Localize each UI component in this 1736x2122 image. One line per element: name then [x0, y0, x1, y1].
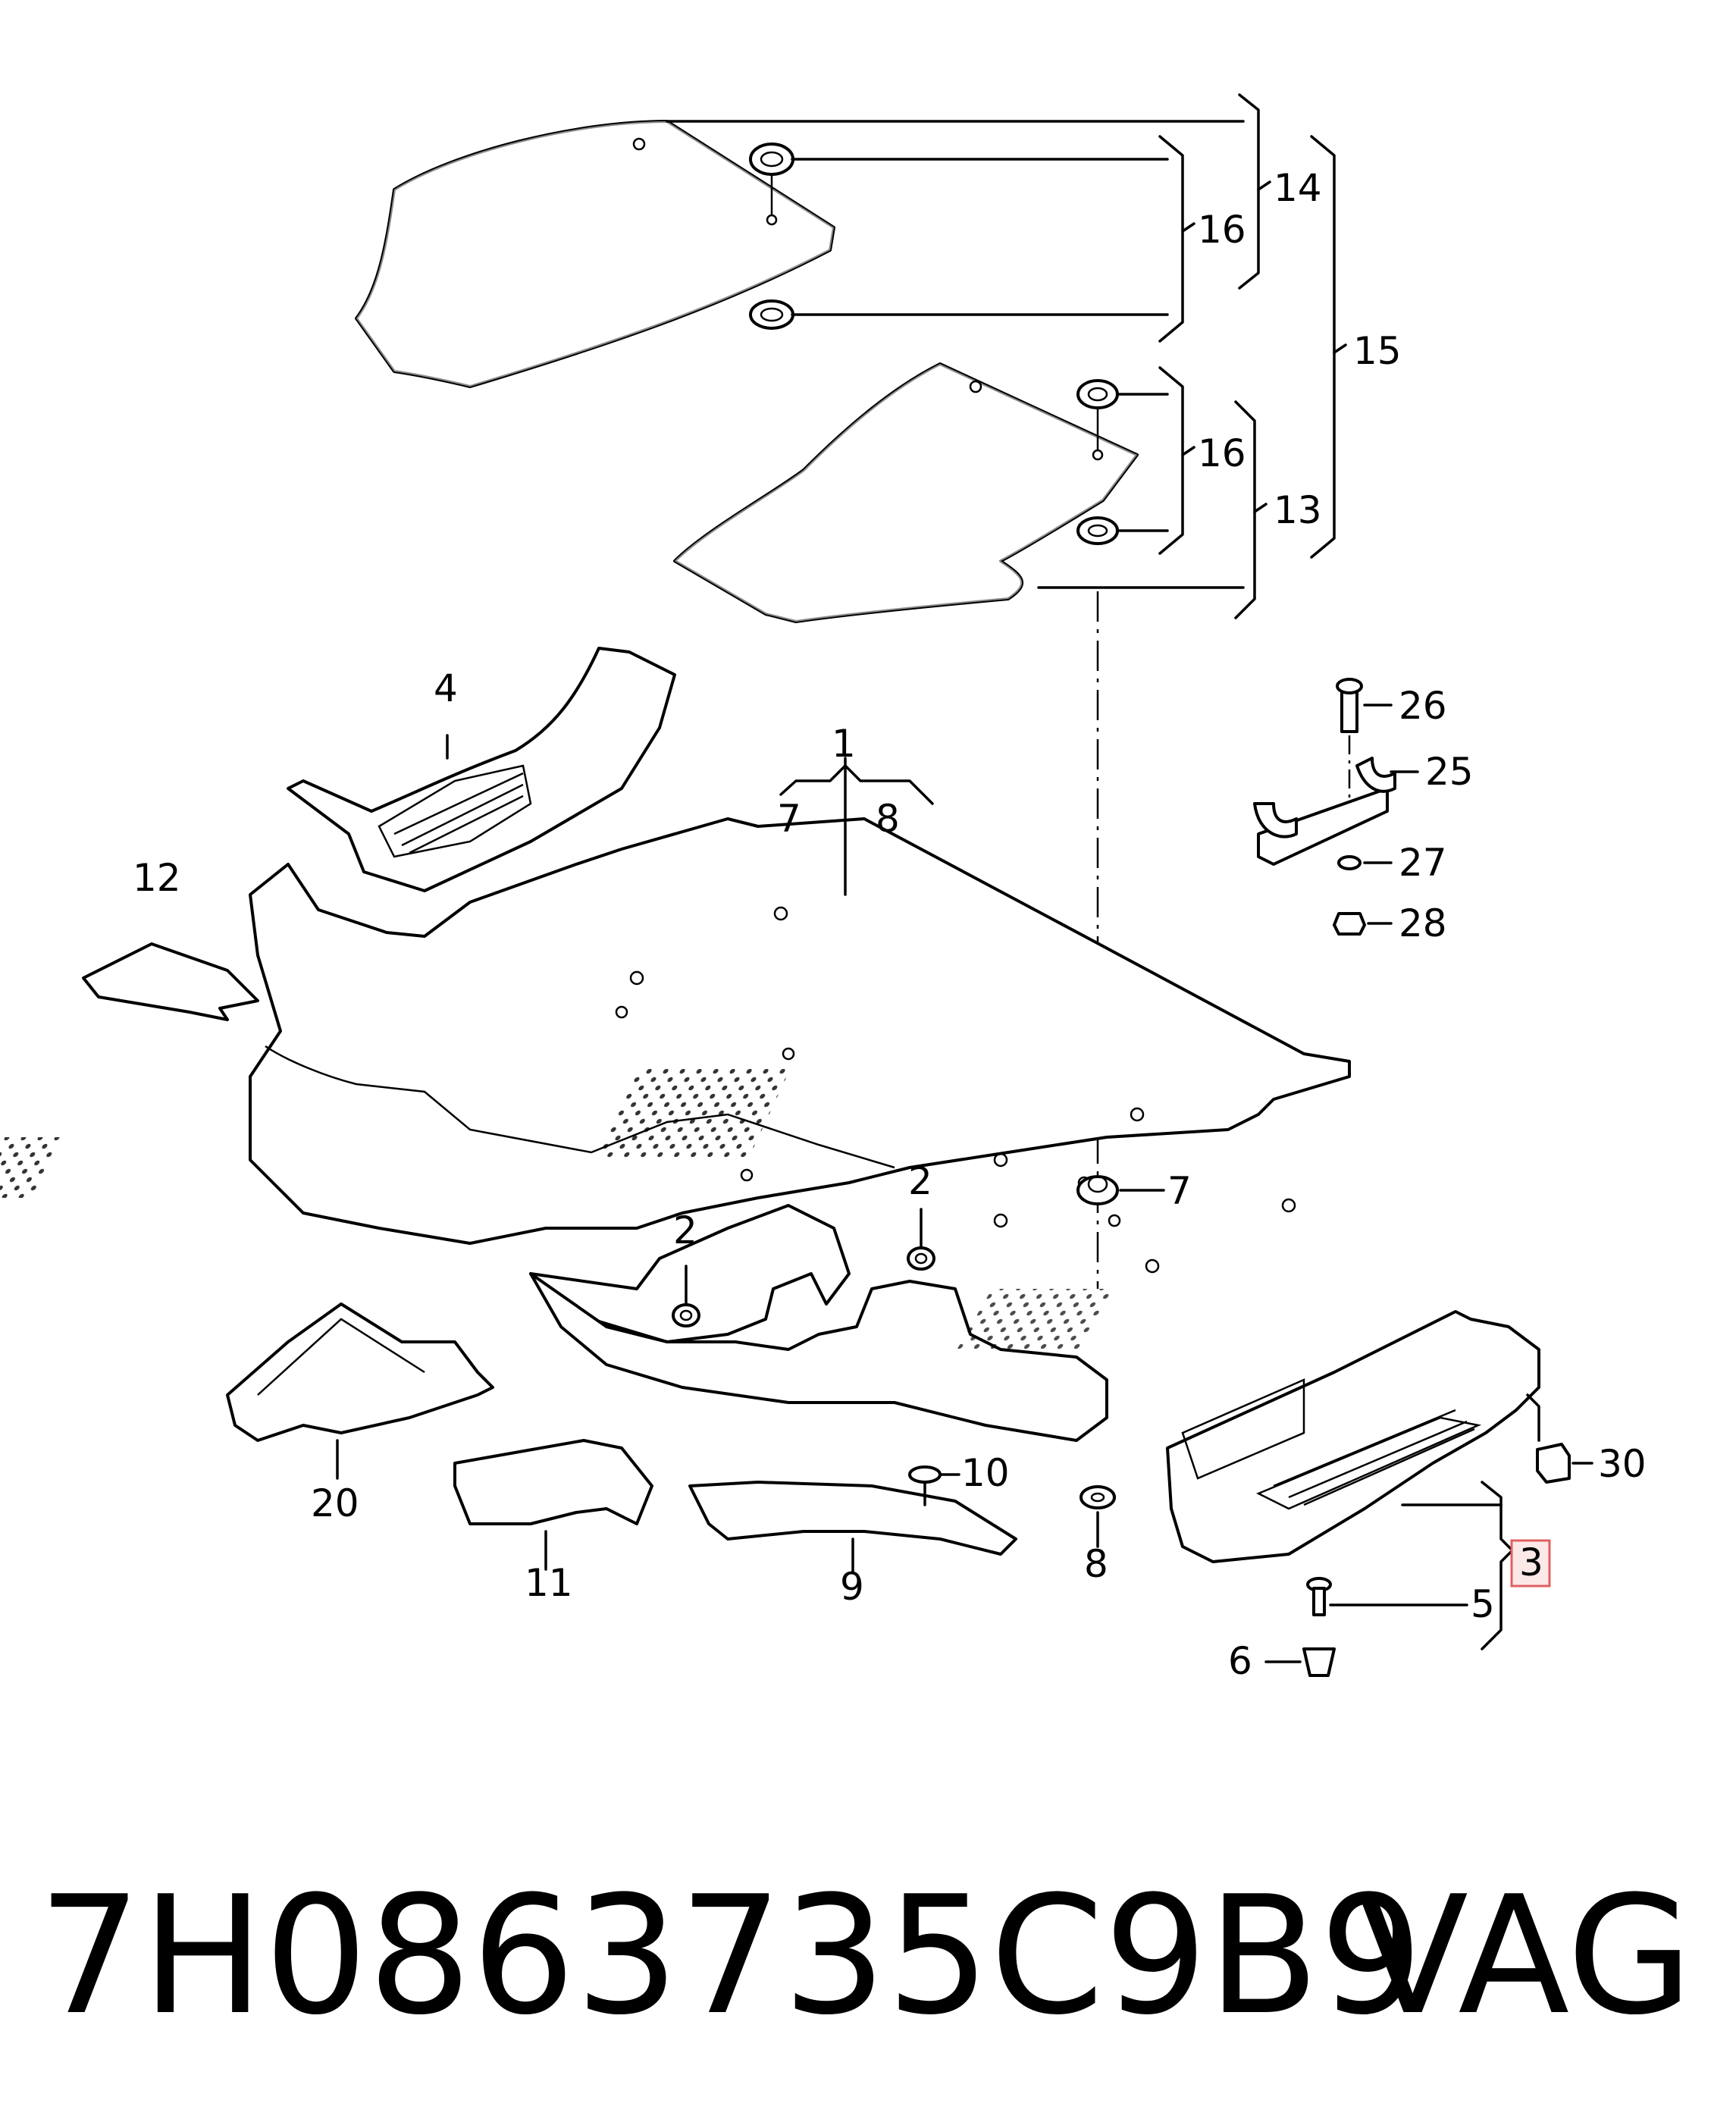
callout-10: 10	[961, 1451, 1010, 1495]
grommet-16-top-upper	[749, 143, 794, 176]
callout-1: 1	[832, 722, 856, 766]
callout-3: 3	[1519, 1541, 1543, 1584]
callout-25: 25	[1425, 750, 1474, 794]
callout-15: 15	[1353, 329, 1402, 373]
callout-16-mid: 16	[1198, 431, 1246, 475]
callout-28: 28	[1399, 901, 1447, 945]
trim-piece-11	[453, 1439, 653, 1571]
callout-2-right: 2	[908, 1159, 932, 1203]
clip-2-left	[672, 1265, 700, 1327]
callout-7-upper: 7	[777, 797, 801, 841]
trim-piece-9	[688, 1481, 1017, 1575]
footwell-panel	[529, 1204, 1114, 1442]
callout-8-grommet: 8	[1084, 1542, 1108, 1586]
grommet-16-top-lower	[749, 299, 794, 330]
callout-12: 12	[133, 856, 181, 900]
callout-11: 11	[525, 1561, 573, 1605]
callout-4: 4	[434, 666, 458, 710]
callout-20: 20	[311, 1481, 359, 1525]
callout-5: 5	[1471, 1582, 1495, 1626]
callout-9: 9	[840, 1565, 864, 1609]
part-number: 7H0863735C9B9	[38, 1860, 1424, 2051]
clamp-assembly	[1253, 678, 1419, 936]
floor-mat-rear	[673, 362, 1139, 623]
callout-13: 13	[1274, 488, 1322, 532]
callout-26: 26	[1399, 684, 1447, 728]
grommet-16-mid-upper	[1076, 379, 1119, 409]
callout-16-top: 16	[1198, 208, 1246, 252]
step-tray-3	[1166, 1310, 1540, 1563]
fastener-7	[1076, 1175, 1165, 1205]
callout-14: 14	[1274, 166, 1322, 210]
grommet-8	[1080, 1485, 1116, 1548]
clip-30	[1526, 1393, 1593, 1484]
bracket-lines	[666, 93, 1347, 619]
callout-2-left: 2	[673, 1208, 697, 1252]
callout-labels: 1 2 2 3 4 5 6 7 7 8 8 9 10 11 12 13 14 1…	[133, 166, 1647, 1683]
callout-3-highlight	[1510, 1539, 1551, 1588]
trim-piece-20	[226, 1302, 494, 1480]
callout-8-upper: 8	[876, 797, 900, 841]
callout-27: 27	[1399, 841, 1447, 885]
brand-name: VAG	[1357, 1860, 1694, 2051]
screw-5	[1306, 1577, 1468, 1616]
floor-mat-front	[355, 120, 835, 388]
cap-6	[1264, 1647, 1336, 1677]
clip-2-right	[907, 1208, 935, 1271]
floor-carpet-1	[0, 817, 1351, 1274]
grommet-16-mid-lower	[1076, 516, 1119, 545]
callout-7-fastener: 7	[1167, 1169, 1192, 1213]
storage-tray-4	[287, 647, 676, 892]
screw-10	[908, 1465, 960, 1506]
footer: 7H0863735C9B9 VAG	[38, 1857, 1706, 2055]
callout-30: 30	[1598, 1442, 1647, 1486]
callout-6: 6	[1228, 1639, 1252, 1683]
trim-piece-12	[82, 942, 259, 1021]
